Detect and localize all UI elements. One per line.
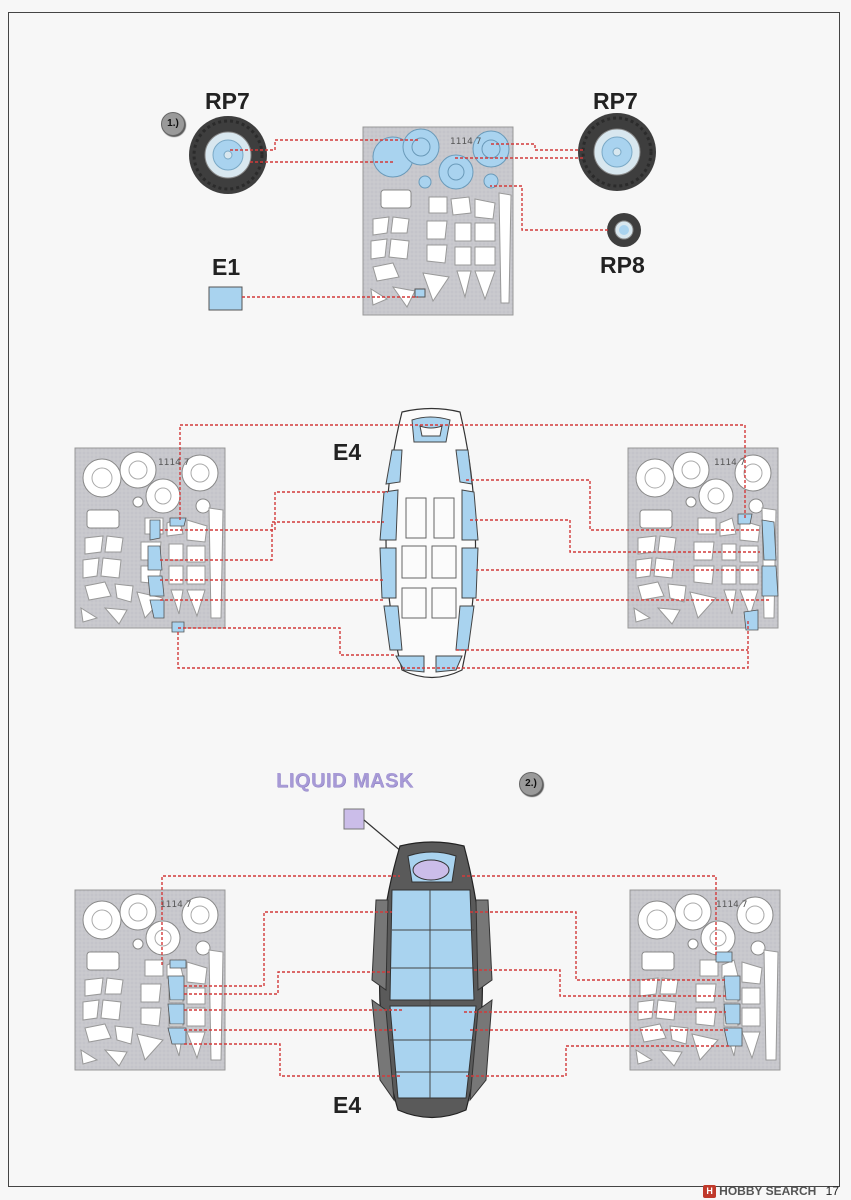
label-rp7-right: RP7 [593, 88, 638, 114]
mask-sheet-top [362, 126, 514, 316]
label-e1: E1 [212, 254, 241, 280]
e4-bottom-canopy [371, 841, 493, 1119]
hobby-search-logo-icon: H [703, 1185, 717, 1198]
leaders-section-1 [230, 139, 608, 298]
mid-left-sheet-highlights [147, 517, 187, 633]
page-frame [8, 12, 840, 1187]
bottom-left-sheet-highlights [167, 959, 187, 1045]
liquid-mask-swatch [343, 808, 365, 830]
mid-right-sheet-highlights [737, 513, 779, 631]
sheet-code-mid-right: 1114 7 [714, 458, 746, 468]
label-rp7-left: RP7 [205, 88, 250, 114]
step-2-badge: 2.) [519, 772, 543, 796]
mask-sheet-mid-right [627, 447, 779, 629]
rp8-wheel [607, 213, 641, 247]
sheet-codes: 1114 7 1114 7 1114 7 1114 7 1114 7 [158, 137, 748, 910]
label-e4-top: E4 [333, 439, 362, 465]
sheet-code-mid-left: 1114 7 [158, 458, 190, 468]
rp7-right-wheel [578, 113, 656, 191]
e1-part [208, 286, 243, 311]
label-rp8: RP8 [600, 252, 645, 278]
label-liquid-mask: LIQUID MASK [276, 770, 414, 792]
watermark-text: HOBBY SEARCH [719, 1183, 817, 1198]
leaders-section-2 [160, 424, 770, 669]
label-e4-bottom: E4 [333, 1092, 362, 1118]
e4-top-canopy [379, 407, 479, 679]
leaders-section-3 [161, 875, 730, 1077]
sheet-code-bottom-left: 1114 7 [160, 900, 192, 910]
sheet-code-bottom-right: 1114 7 [716, 900, 748, 910]
sheet-code-top: 1114 7 [450, 137, 482, 147]
bottom-right-sheet-highlights [715, 951, 743, 1047]
mask-sheet-bottom-left [74, 889, 226, 1071]
page-number: 17 [825, 1183, 839, 1198]
rp7-left-wheel [189, 116, 267, 194]
step-1-badge: 1.) [161, 112, 185, 136]
